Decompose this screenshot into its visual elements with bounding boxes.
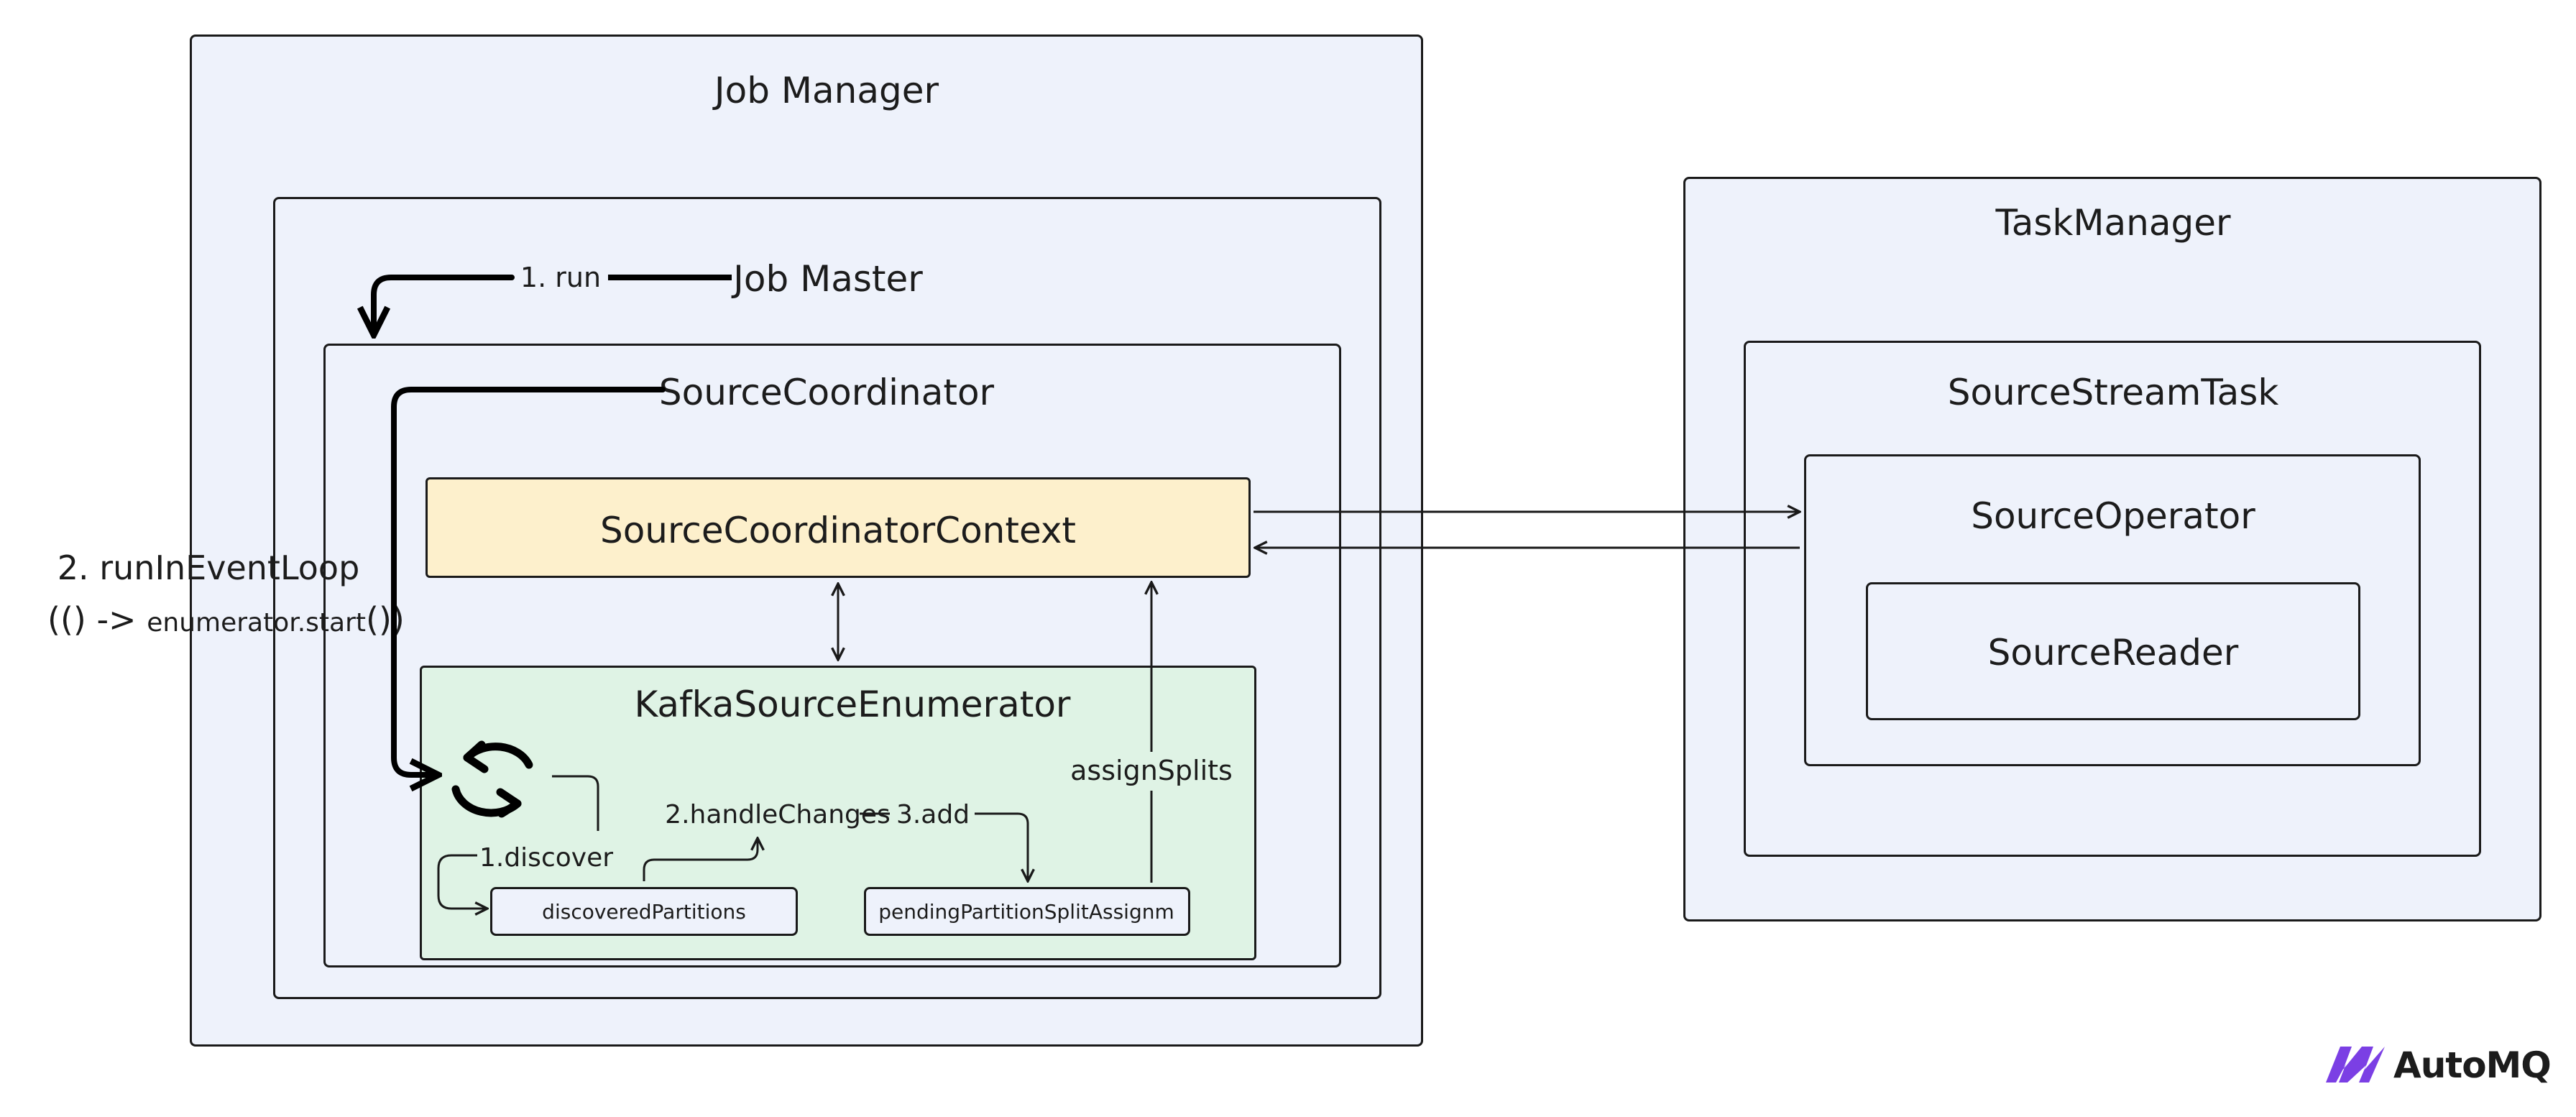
discovered-partitions-label: discoveredPartitions (542, 900, 746, 924)
source-reader-box (1866, 582, 2360, 720)
run-label: 1. run (520, 262, 602, 293)
assign-splits-label: assignSplits (1070, 755, 1233, 786)
handle-changes-arrow (643, 838, 758, 881)
source-coordinator-context-box (426, 477, 1251, 578)
add-label: 3.add (896, 800, 970, 829)
discover-arrow (437, 854, 487, 909)
call-name: enumerator.start (147, 608, 367, 638)
loop-to-discover-line (552, 775, 599, 831)
job-manager-title: Job Manager (714, 70, 939, 111)
event-loop-icon (451, 740, 533, 818)
pending-assignments-label: pendingPartitionSplitAssignm (878, 900, 1174, 924)
job-master-title: Job Master (733, 258, 923, 300)
handle-changes-label: 2.handleChanges (665, 800, 891, 829)
automq-logo-icon (2326, 1047, 2385, 1082)
source-stream-task-title: SourceStreamTask (1947, 372, 2279, 413)
run-in-event-loop-label: 2. runInEventLoop (57, 548, 360, 587)
pending-assignments-box (864, 887, 1190, 936)
task-manager-title: TaskManager (1995, 202, 2231, 244)
call-prefix: (() -> (47, 600, 147, 639)
automq-logo-text: AutoMQ (2393, 1044, 2552, 1086)
source-coordinator-title: SourceCoordinator (658, 372, 995, 413)
source-coordinator-context-title: SourceCoordinatorContext (599, 510, 1077, 551)
discover-label: 1.discover (479, 843, 614, 873)
discovered-partitions-box (490, 887, 798, 936)
run-arrow (374, 275, 515, 335)
kafka-source-enumerator-title: KafkaSourceEnumerator (634, 684, 1071, 725)
call-suffix: ()) (366, 600, 405, 639)
source-operator-title: SourceOperator (1971, 495, 2255, 537)
add-arrow (975, 812, 1028, 881)
source-reader-title: SourceReader (1987, 632, 2239, 674)
run-in-event-loop-call: (() -> enumerator.start()) (47, 603, 405, 636)
coordinator-loop-arrow (391, 387, 666, 775)
